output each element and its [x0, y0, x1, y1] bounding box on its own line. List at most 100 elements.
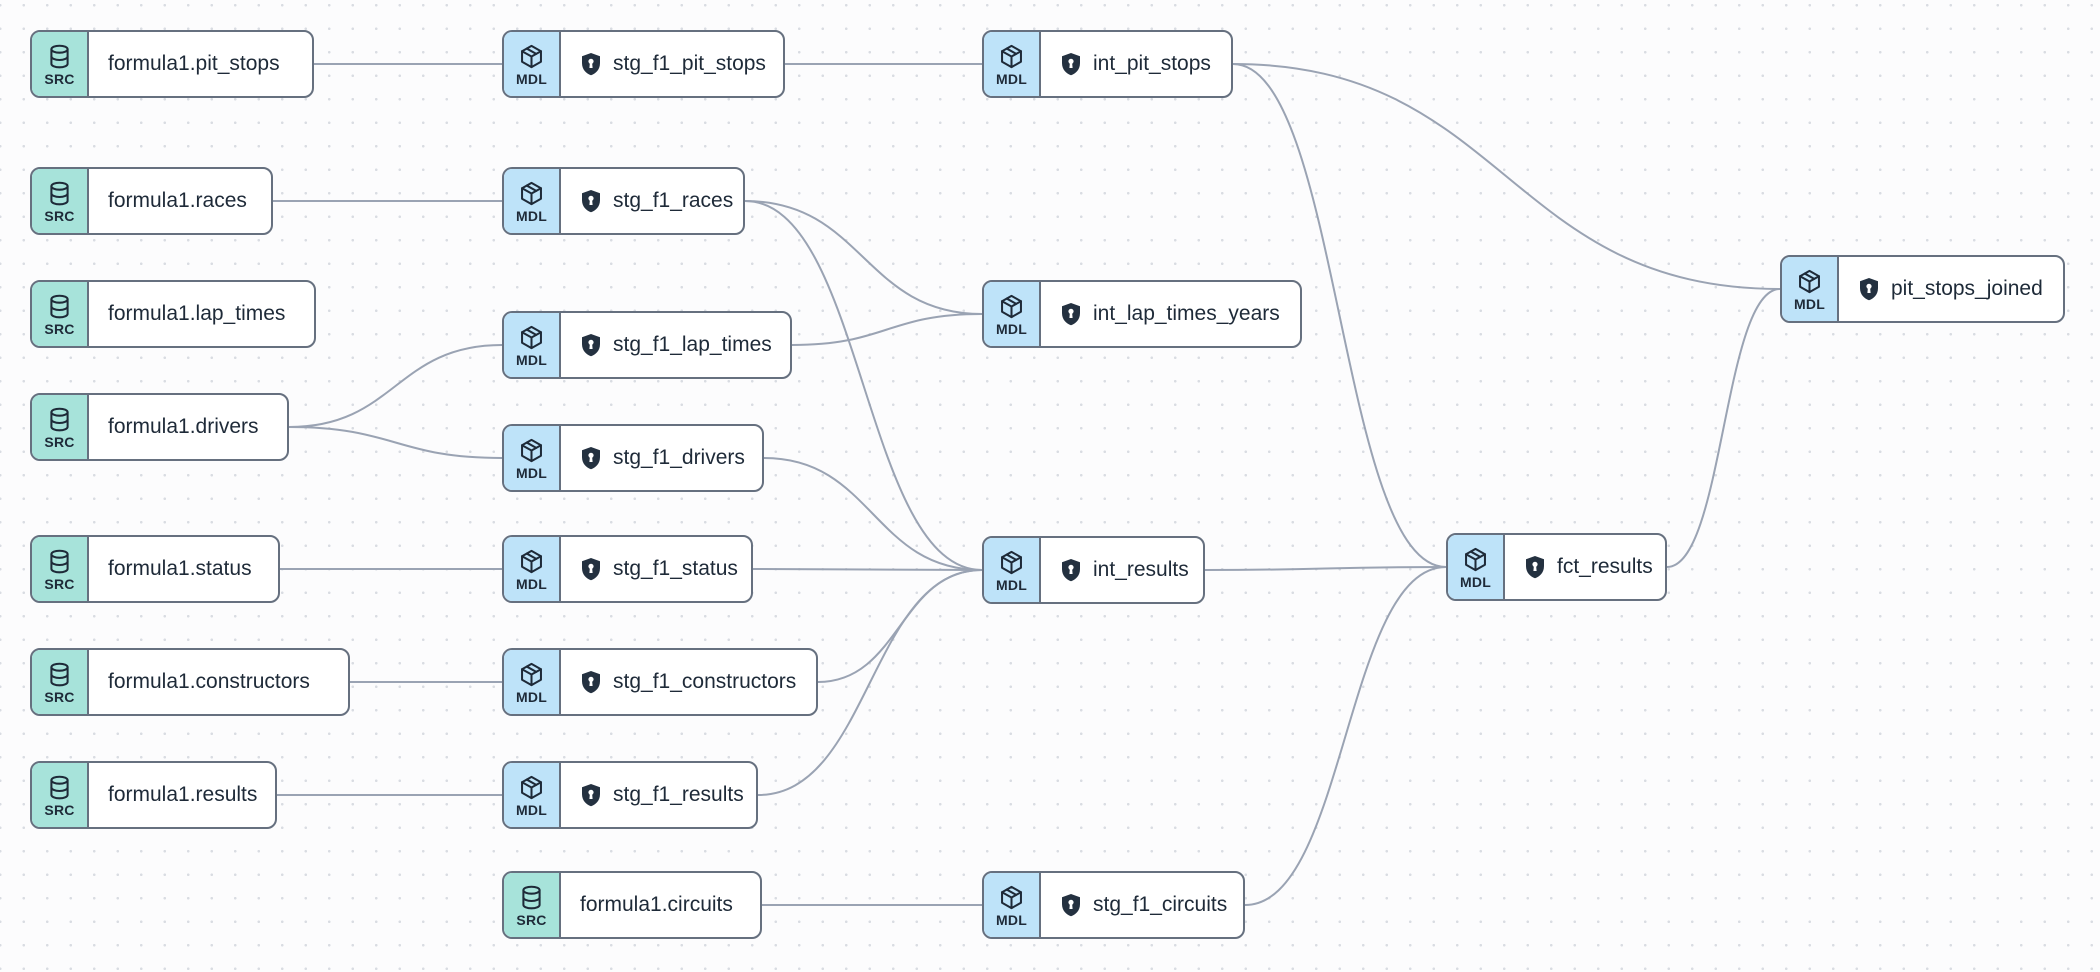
node-src_constructors[interactable]: SRC formula1.constructors: [30, 648, 350, 716]
node-src_races[interactable]: SRC formula1.races: [30, 167, 273, 235]
node-body: fct_results: [1505, 535, 1665, 599]
badge-label: SRC: [44, 207, 75, 224]
cube-icon: [518, 437, 545, 464]
node-body: stg_f1_pit_stops: [561, 32, 783, 96]
node-stg_races[interactable]: MDL stg_f1_races: [502, 167, 745, 235]
node-label: int_results: [1093, 558, 1189, 581]
badge-label: SRC: [44, 575, 75, 592]
badge-label: MDL: [1460, 573, 1491, 590]
shield-keyhole-icon: [580, 783, 602, 807]
node-label: fct_results: [1557, 555, 1653, 578]
node-label: formula1.races: [108, 189, 247, 212]
badge-label: MDL: [516, 70, 547, 87]
node-fct_results[interactable]: MDL fct_results: [1446, 533, 1667, 601]
edge-stg_status-to-int_results: [752, 568, 983, 571]
node-body: formula1.lap_times: [89, 282, 314, 346]
badge-label: MDL: [996, 320, 1027, 337]
node-body: stg_f1_races: [561, 169, 745, 233]
model-badge: MDL: [984, 282, 1041, 346]
badge-label: SRC: [44, 320, 75, 337]
node-label: formula1.circuits: [580, 893, 733, 916]
node-body: int_pit_stops: [1041, 32, 1231, 96]
node-label: stg_f1_results: [613, 783, 744, 806]
database-icon: [46, 43, 73, 70]
source-badge: SRC: [32, 282, 89, 346]
node-label: stg_f1_circuits: [1093, 893, 1228, 916]
node-body: stg_f1_results: [561, 763, 756, 827]
cube-icon: [1462, 546, 1489, 573]
edge-int_pit_stops-to-fct_results: [1232, 63, 1447, 568]
node-src_circuits[interactable]: SRC formula1.circuits: [502, 871, 762, 939]
model-badge: MDL: [984, 538, 1041, 602]
shield-keyhole-icon: [580, 446, 602, 470]
source-badge: SRC: [32, 763, 89, 827]
edge-stg_lap_times-to-int_lap_times_years: [791, 313, 983, 346]
database-icon: [518, 884, 545, 911]
node-stg_circuits[interactable]: MDL stg_f1_circuits: [982, 871, 1245, 939]
shield-keyhole-icon: [580, 333, 602, 357]
badge-label: SRC: [44, 801, 75, 818]
cube-icon: [518, 324, 545, 351]
node-src_lap_times[interactable]: SRC formula1.lap_times: [30, 280, 316, 348]
node-int_results[interactable]: MDL int_results: [982, 536, 1205, 604]
edge-int_pit_stops-to-pit_stops_joined: [1232, 63, 1781, 290]
badge-label: MDL: [516, 207, 547, 224]
shield-keyhole-icon: [580, 189, 602, 213]
shield-keyhole-icon: [580, 557, 602, 581]
node-pit_stops_joined[interactable]: MDL pit_stops_joined: [1780, 255, 2065, 323]
model-badge: MDL: [984, 873, 1041, 937]
badge-label: SRC: [44, 433, 75, 450]
node-label: stg_f1_constructors: [613, 670, 797, 693]
source-badge: SRC: [32, 537, 89, 601]
edge-int_results-to-fct_results: [1204, 566, 1447, 571]
shield-keyhole-icon: [1060, 52, 1082, 76]
source-badge: SRC: [32, 32, 89, 96]
source-badge: SRC: [32, 169, 89, 233]
model-badge: MDL: [504, 32, 561, 96]
node-src_pit_stops[interactable]: SRC formula1.pit_stops: [30, 30, 314, 98]
node-stg_pit_stops[interactable]: MDL stg_f1_pit_stops: [502, 30, 785, 98]
node-int_pit_stops[interactable]: MDL int_pit_stops: [982, 30, 1233, 98]
node-label: formula1.pit_stops: [108, 52, 280, 75]
node-body: formula1.races: [89, 169, 271, 233]
badge-label: MDL: [516, 688, 547, 705]
badge-label: MDL: [996, 70, 1027, 87]
node-stg_lap_times[interactable]: MDL stg_f1_lap_times: [502, 311, 792, 379]
badge-label: MDL: [516, 464, 547, 481]
source-badge: SRC: [504, 873, 561, 937]
node-src_results[interactable]: SRC formula1.results: [30, 761, 277, 829]
badge-label: MDL: [516, 801, 547, 818]
node-label: stg_f1_pit_stops: [613, 52, 766, 75]
model-badge: MDL: [1448, 535, 1505, 599]
database-icon: [46, 406, 73, 433]
node-body: stg_f1_constructors: [561, 650, 816, 714]
node-label: stg_f1_lap_times: [613, 333, 772, 356]
edge-src_drivers-to-stg_drivers: [288, 426, 503, 459]
cube-icon: [998, 43, 1025, 70]
node-body: formula1.circuits: [561, 873, 760, 937]
node-label: int_pit_stops: [1093, 52, 1211, 75]
badge-label: MDL: [996, 576, 1027, 593]
node-stg_results[interactable]: MDL stg_f1_results: [502, 761, 758, 829]
database-icon: [46, 293, 73, 320]
shield-keyhole-icon: [1060, 302, 1082, 326]
model-badge: MDL: [504, 313, 561, 377]
badge-label: MDL: [996, 911, 1027, 928]
badge-label: MDL: [1794, 295, 1825, 312]
node-label: formula1.constructors: [108, 670, 310, 693]
edge-stg_results-to-int_results: [757, 569, 983, 796]
node-label: formula1.results: [108, 783, 258, 806]
node-stg_constructors[interactable]: MDL stg_f1_constructors: [502, 648, 818, 716]
node-body: stg_f1_lap_times: [561, 313, 790, 377]
badge-label: SRC: [44, 688, 75, 705]
node-label: stg_f1_races: [613, 189, 734, 212]
node-label: pit_stops_joined: [1891, 277, 2043, 300]
database-icon: [46, 180, 73, 207]
